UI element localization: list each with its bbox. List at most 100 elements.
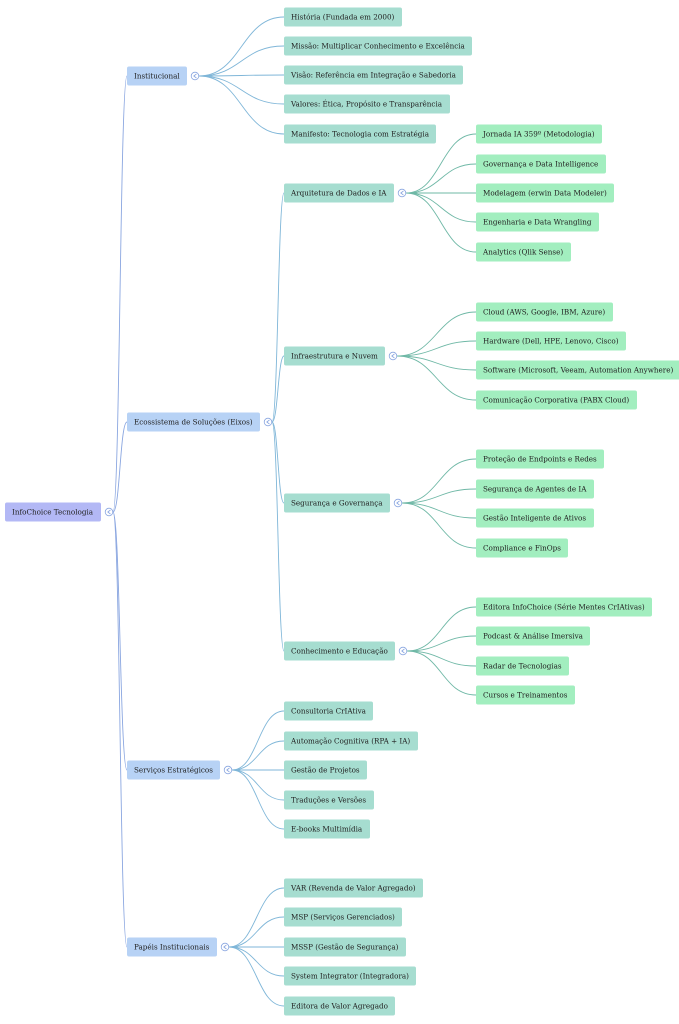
nodes-layer: InfoChoice Tecnologia Institucional Histór…: [5, 7, 679, 1016]
node-arquitetura-de-dados-e-ia[interactable]: Arquitetura de Dados e IA: [284, 183, 394, 203]
toggle-arquitetura-de-dados-e-ia[interactable]: [397, 188, 407, 198]
node-automacao-cognitiva-rpa-ia-label: Automação Cognitiva (RPA + IA): [290, 737, 410, 746]
branch-ecossistema-de-solucoes-eixos-box: [127, 412, 260, 432]
leaf-podcast-analise-imersiva[interactable]: Podcast & Análise Imersiva: [476, 626, 590, 646]
root-node[interactable]: InfoChoice Tecnologia: [5, 502, 101, 522]
toggle-papeis-institucionais-ring: [220, 942, 230, 952]
leaf-hardware-dell-hpe-lenovo-cisco[interactable]: Hardware (Dell, HPE, Lenovo, Cisco): [476, 331, 626, 351]
toggle-infraestrutura-e-nuvem-chevron-icon: [391, 353, 395, 359]
node-msp-servicos-gerenciados-box: [284, 907, 402, 927]
toggle-seguranca-e-governanca[interactable]: [393, 498, 403, 508]
link-servicos-estrategicos: [112, 511, 128, 771]
branch-institucional-label: Institucional: [134, 72, 180, 81]
toggle-papeis-institucionais[interactable]: [220, 942, 230, 952]
leaf-engenharia-e-data-wrangling-box: [476, 212, 599, 232]
link-var-revenda-de-valor-agregado: [228, 887, 285, 948]
link-historia-fundada-em-2000: [198, 16, 285, 77]
toggle-servicos-estrategicos[interactable]: [223, 765, 233, 775]
link-protecao-de-endpoints-e-redes: [401, 458, 477, 504]
node-gestao-de-projetos-box: [284, 760, 367, 780]
leaf-governanca-e-data-intelligence-label: Governança e Data Intelligence: [483, 160, 598, 169]
leaf-governanca-e-data-intelligence[interactable]: Governança e Data Intelligence: [476, 154, 606, 174]
leaf-protecao-de-endpoints-e-redes[interactable]: Proteção de Endpoints e Redes: [476, 449, 604, 469]
link-conhecimento-e-educacao: [271, 421, 285, 652]
node-msp-servicos-gerenciados[interactable]: MSP (Serviços Gerenciados): [284, 907, 402, 927]
node-conhecimento-e-educacao[interactable]: Conhecimento e Educação: [284, 641, 395, 661]
node-automacao-cognitiva-rpa-ia[interactable]: Automação Cognitiva (RPA + IA): [284, 731, 418, 751]
node-e-books-multimidia[interactable]: E-books Multimídia: [284, 819, 370, 839]
node-e-books-multimidia-label: E-books Multimídia: [291, 825, 363, 834]
leaf-analytics-qlik-sense[interactable]: Analytics (Qlik Sense): [476, 242, 571, 262]
toggle-conhecimento-e-educacao-ring: [398, 646, 408, 656]
node-missao-multiplicar-conhecimento-e-excele-label: Missão: Multiplicar Conhecimento e Excel…: [291, 42, 466, 51]
node-mssp-gestao-de-seguranca[interactable]: MSSP (Gestão de Segurança): [284, 937, 406, 957]
leaf-engenharia-e-data-wrangling-label: Engenharia e Data Wrangling: [483, 218, 592, 227]
toggle-institucional[interactable]: [190, 71, 200, 81]
node-infraestrutura-e-nuvem-box: [284, 346, 385, 366]
leaf-software-microsoft-veeam-automation-anyw[interactable]: Software (Microsoft, Veeam, Automation A…: [476, 360, 679, 380]
node-traducoes-e-versoes-box: [284, 790, 374, 810]
leaf-jornada-ia-359-metodologia[interactable]: Jornada IA 359º (Metodologia): [476, 124, 602, 144]
leaf-hardware-dell-hpe-lenovo-cisco-label: Hardware (Dell, HPE, Lenovo, Cisco): [483, 337, 619, 346]
node-manifesto-tecnologia-com-estrategia-label: Manifesto: Tecnologia com Estratégia: [291, 130, 430, 139]
leaf-analytics-qlik-sense-box: [476, 242, 571, 262]
node-consultoria-criativa[interactable]: Consultoria CrIAtiva: [284, 701, 373, 721]
link-msp-servicos-gerenciados: [228, 916, 285, 948]
node-visao-referencia-em-integracao-e-sabedor[interactable]: Visão: Referência em Integração e Sabedo…: [284, 65, 463, 85]
leaf-editora-infochoice-serie-mentes-criativa[interactable]: Editora InfoChoice (Série Mentes CrIAtiv…: [476, 597, 652, 617]
root-toggle-chevron-icon: [107, 509, 111, 515]
toggle-conhecimento-e-educacao-chevron-icon: [401, 648, 405, 654]
link-visao-referencia-em-integracao-e-sabedor: [198, 74, 285, 77]
node-infraestrutura-e-nuvem[interactable]: Infraestrutura e Nuvem: [284, 346, 385, 366]
node-historia-fundada-em-2000-label: História (Fundada em 2000): [291, 13, 395, 22]
node-editora-de-valor-agregado[interactable]: Editora de Valor Agregado: [284, 996, 395, 1016]
node-missao-multiplicar-conhecimento-e-excele[interactable]: Missão: Multiplicar Conhecimento e Excel…: [284, 36, 472, 56]
node-historia-fundada-em-2000[interactable]: História (Fundada em 2000): [284, 7, 402, 27]
leaf-comunicacao-corporativa-pabx-cloud-label: Comunicação Corporativa (PABX Cloud): [483, 396, 629, 405]
leaf-radar-de-tecnologias[interactable]: Radar de Tecnologias: [476, 656, 569, 676]
toggle-ecossistema-de-solucoes-eixos[interactable]: [263, 417, 273, 427]
links-layer: [112, 16, 477, 1007]
leaf-compliance-e-finops[interactable]: Compliance e FinOps: [476, 538, 568, 558]
leaf-podcast-analise-imersiva-box: [476, 626, 590, 646]
branch-papeis-institucionais[interactable]: Papéis Institucionais: [127, 937, 217, 957]
node-mssp-gestao-de-seguranca-label: MSSP (Gestão de Segurança): [291, 943, 399, 952]
node-automacao-cognitiva-rpa-ia-box: [284, 731, 418, 751]
node-manifesto-tecnologia-com-estrategia[interactable]: Manifesto: Tecnologia com Estratégia: [284, 124, 436, 144]
branch-institucional-box: [127, 66, 187, 86]
leaf-comunicacao-corporativa-pabx-cloud[interactable]: Comunicação Corporativa (PABX Cloud): [476, 390, 637, 410]
branch-papeis-institucionais-label: Papéis Institucionais: [134, 943, 210, 952]
leaf-cloud-aws-google-ibm-azure[interactable]: Cloud (AWS, Google, IBM, Azure): [476, 302, 613, 322]
node-conhecimento-e-educacao-box: [284, 641, 395, 661]
node-var-revenda-de-valor-agregado[interactable]: VAR (Revenda de Valor Agregado): [284, 878, 423, 898]
node-system-integrator-integradora[interactable]: System Integrator (Integradora): [284, 966, 416, 986]
root-toggle[interactable]: [104, 507, 114, 517]
branch-papeis-institucionais-box: [127, 937, 217, 957]
leaf-editora-infochoice-serie-mentes-criativa-label: Editora InfoChoice (Série Mentes CrIAtiv…: [483, 603, 645, 612]
node-gestao-de-projetos[interactable]: Gestão de Projetos: [284, 760, 367, 780]
link-comunicacao-corporativa-pabx-cloud: [396, 355, 477, 401]
leaf-cursos-e-treinamentos[interactable]: Cursos e Treinamentos: [476, 685, 575, 705]
leaf-gestao-inteligente-de-ativos[interactable]: Gestão Inteligente de Ativos: [476, 508, 594, 528]
node-valores-etica-proposito-e-transparencia[interactable]: Valores: Ética, Propósito e Transparênci…: [284, 94, 450, 114]
branch-institucional[interactable]: Institucional: [127, 66, 187, 86]
node-seguranca-e-governanca[interactable]: Segurança e Governança: [284, 493, 390, 513]
node-editora-de-valor-agregado-box: [284, 996, 395, 1016]
leaf-editora-infochoice-serie-mentes-criativa-box: [476, 597, 652, 617]
node-editora-de-valor-agregado-label: Editora de Valor Agregado: [291, 1002, 388, 1011]
link-infraestrutura-e-nuvem: [271, 355, 285, 423]
leaf-cloud-aws-google-ibm-azure-label: Cloud (AWS, Google, IBM, Azure): [483, 308, 605, 317]
toggle-infraestrutura-e-nuvem[interactable]: [388, 351, 398, 361]
toggle-conhecimento-e-educacao[interactable]: [398, 646, 408, 656]
node-traducoes-e-versoes[interactable]: Traduções e Versões: [284, 790, 374, 810]
link-hardware-dell-hpe-lenovo-cisco: [396, 340, 477, 357]
leaf-seguranca-de-agentes-de-ia[interactable]: Segurança de Agentes de IA: [476, 479, 594, 499]
branch-ecossistema-de-solucoes-eixos[interactable]: Ecossistema de Soluções (Eixos): [127, 412, 260, 432]
node-historia-fundada-em-2000-box: [284, 7, 402, 27]
branch-servicos-estrategicos[interactable]: Serviços Estratégicos: [127, 760, 220, 780]
leaf-engenharia-e-data-wrangling[interactable]: Engenharia e Data Wrangling: [476, 212, 599, 232]
leaf-protecao-de-endpoints-e-redes-box: [476, 449, 604, 469]
node-gestao-de-projetos-label: Gestão de Projetos: [291, 766, 360, 775]
leaf-modelagem-erwin-data-modeler[interactable]: Modelagem (erwin Data Modeler): [476, 183, 614, 203]
